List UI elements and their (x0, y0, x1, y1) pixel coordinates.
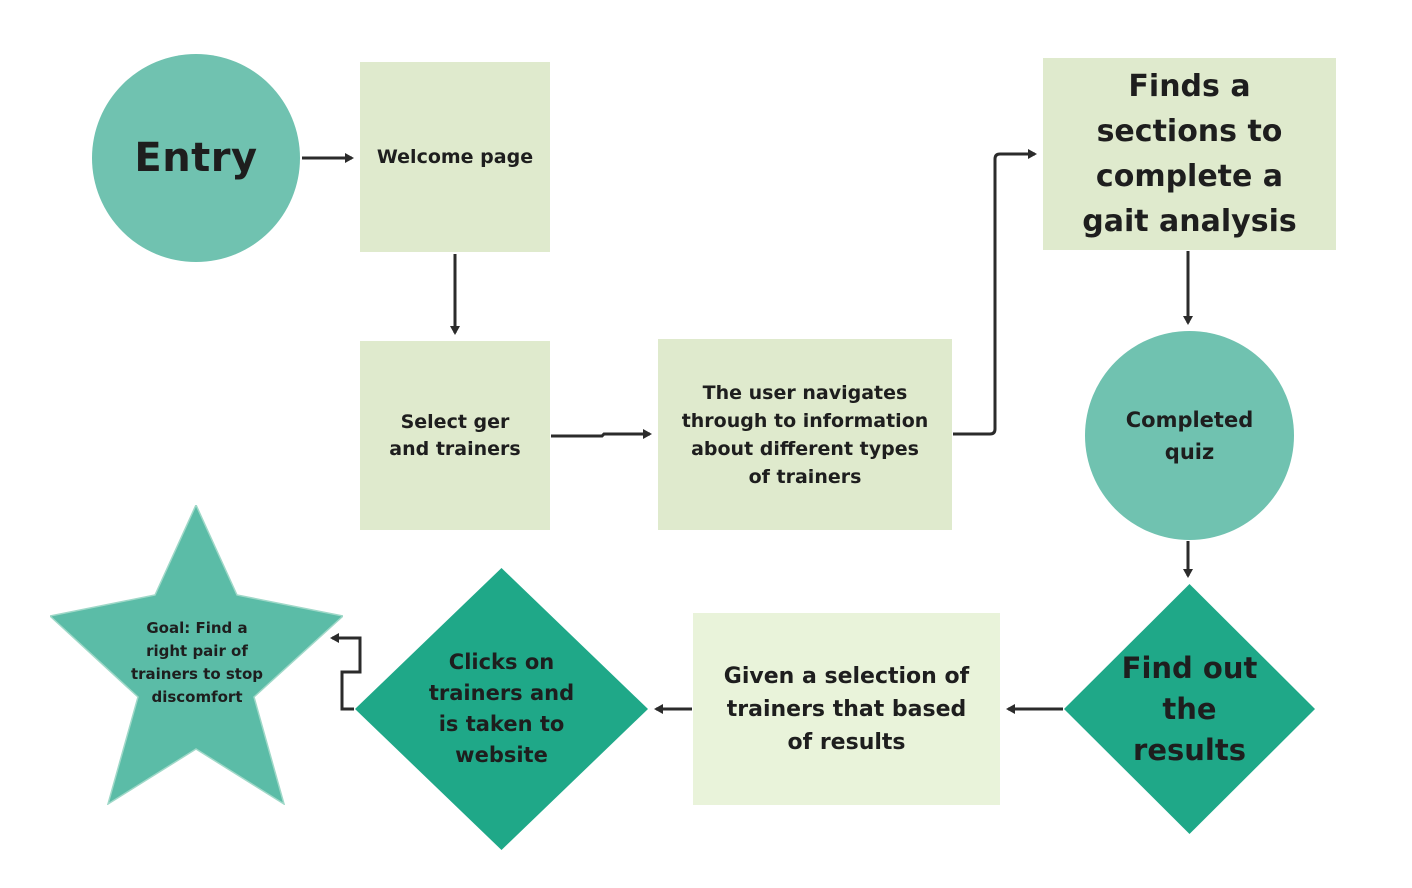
select-trainers-node: Select ger and trainers (360, 341, 550, 530)
clicks-diamond-shape (355, 568, 648, 850)
goal-label: Goal: Find a right pair of trainers to s… (130, 619, 264, 706)
arrow-navigate-to-gait (953, 149, 1037, 436)
goal-star-shape (50, 505, 343, 805)
welcome-page-label: Welcome page (376, 146, 534, 168)
trainer-selection-node: Given a selection of trainers that based… (693, 613, 1000, 805)
clicks-label: Clicks on trainers and is taken to websi… (428, 650, 575, 767)
completed-quiz-node: Completed quiz (1085, 331, 1294, 540)
goal-star-node: Goal: Find a right pair of trainers to s… (50, 505, 343, 805)
results-diamond-node: Find out the results (1064, 584, 1315, 834)
entry-label: Entry (134, 135, 258, 181)
entry-node: Entry (92, 54, 300, 262)
gait-analysis-label: Finds a sections to complete a gait anal… (1082, 69, 1297, 239)
results-diamond-shape (1064, 584, 1315, 834)
welcome-page-node: Welcome page (360, 62, 550, 252)
arrow-clicks-to-goal (330, 633, 362, 711)
trainer-selection-label: Given a selection of trainers that based… (723, 663, 970, 755)
results-label: Find out the results (1121, 650, 1258, 767)
navigate-info-label: The user navigates through to informatio… (681, 381, 929, 488)
select-trainers-label: Select ger and trainers (389, 410, 521, 460)
navigate-info-node: The user navigates through to informatio… (658, 339, 952, 530)
clicks-diamond-node: Clicks on trainers and is taken to websi… (355, 568, 648, 850)
completed-quiz-label: Completed quiz (1125, 407, 1254, 464)
arrow-select-to-navigate (551, 429, 652, 439)
gait-analysis-node: Finds a sections to complete a gait anal… (1043, 58, 1336, 250)
